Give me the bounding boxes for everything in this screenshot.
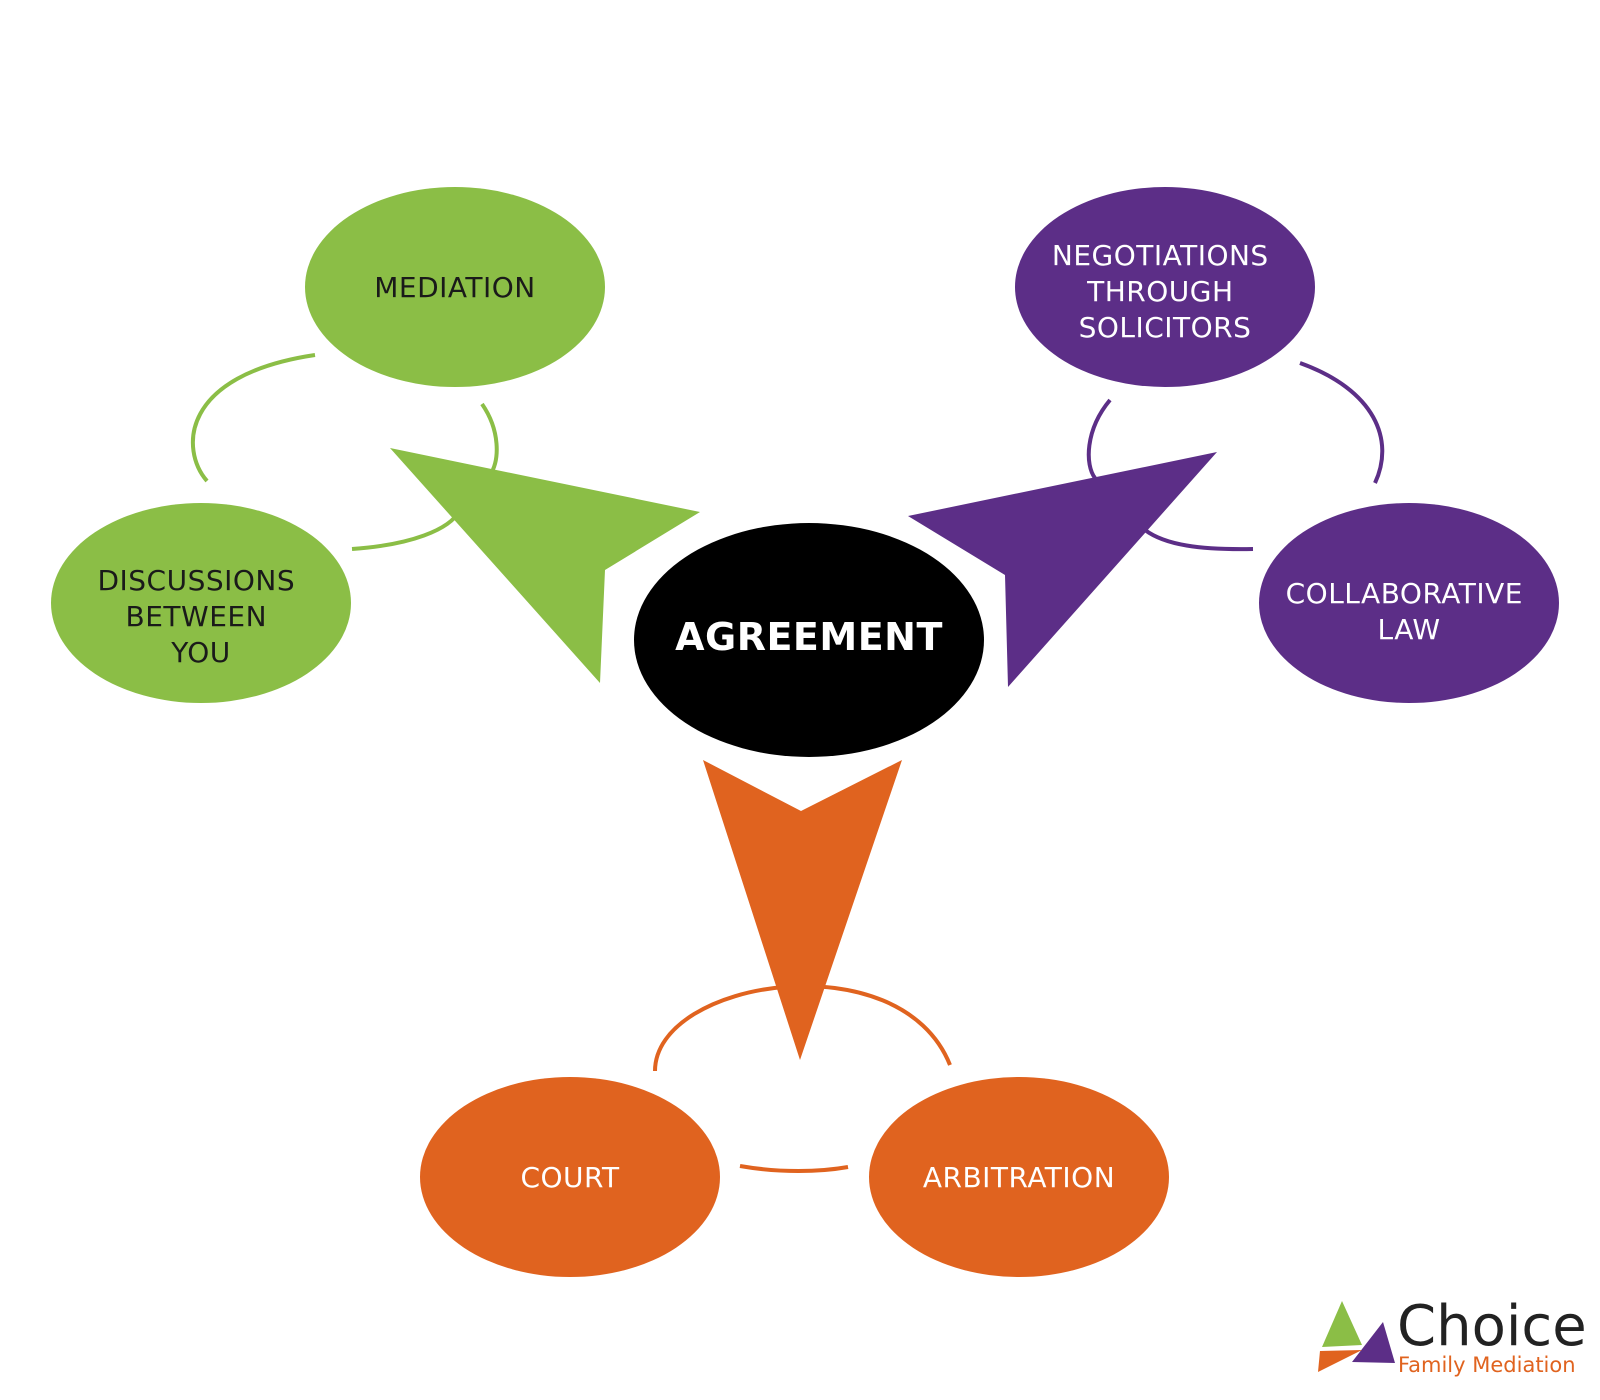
court-node[interactable]: COURT — [420, 1077, 720, 1277]
arbitration-node[interactable]: ARBITRATION — [869, 1077, 1169, 1277]
mediation-node[interactable]: MEDIATION — [305, 187, 605, 387]
logo-tagline: Family Mediation — [1398, 1353, 1576, 1377]
purple-arrow — [908, 452, 1217, 687]
discussions-node[interactable]: DISCUSSIONS BETWEEN YOU — [51, 503, 351, 703]
triangles-logo-icon — [1318, 1301, 1395, 1372]
logo: Choice Family Mediation — [1318, 1294, 1587, 1377]
green-arrow — [390, 448, 700, 683]
purple-connector-arc — [1086, 361, 1385, 552]
negotiations-label: NEGOTIATIONS THROUGH SOLICITORS — [1052, 239, 1278, 344]
arbitration-label: ARBITRATION — [923, 1161, 1115, 1194]
discussions-label: DISCUSSIONS BETWEEN YOU — [97, 564, 304, 669]
orange-arrow — [703, 760, 902, 1060]
collaborative-law-node[interactable]: COLLABORATIVE LAW — [1259, 503, 1559, 703]
group-purple: NEGOTIATIONS THROUGH SOLICITORS COLLABOR… — [908, 187, 1559, 703]
logo-name: Choice — [1397, 1294, 1587, 1359]
agreement-node[interactable]: AGREEMENT — [634, 523, 984, 757]
mediation-label: MEDIATION — [374, 271, 536, 304]
collaborative-law-label: COLLABORATIVE LAW — [1286, 577, 1533, 646]
group-orange: COURT ARBITRATION — [420, 760, 1169, 1277]
court-label: COURT — [520, 1161, 620, 1194]
negotiations-node[interactable]: NEGOTIATIONS THROUGH SOLICITORS — [1015, 187, 1315, 387]
group-green: MEDIATION DISCUSSIONS BETWEEN YOU — [51, 187, 700, 703]
agreement-label: AGREEMENT — [675, 615, 943, 659]
